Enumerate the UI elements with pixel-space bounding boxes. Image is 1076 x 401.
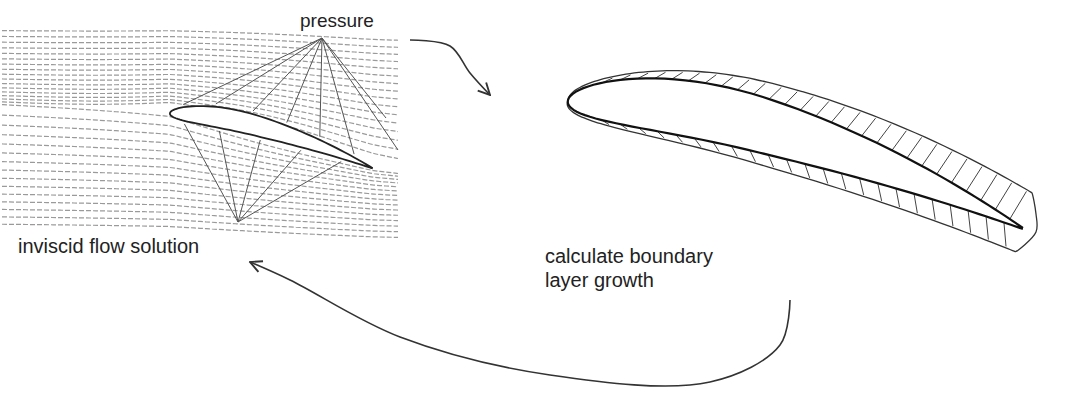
leader-line	[322, 38, 386, 118]
leader-line	[238, 150, 301, 222]
hatch-line	[981, 175, 997, 201]
hatch-line	[816, 101, 829, 116]
pressure-label: pressure	[298, 10, 376, 32]
streamline	[2, 64, 398, 84]
hatch-line	[878, 183, 882, 201]
hatch-line	[937, 152, 952, 175]
hatch-line	[968, 211, 971, 233]
streamline	[2, 135, 398, 183]
hatch-line	[1010, 191, 1027, 219]
flow-panel: inviscid flow solution	[5, 25, 410, 262]
node-caption: inviscid flow solution	[15, 234, 202, 258]
hatch-line	[914, 194, 917, 213]
hatch-line	[892, 131, 906, 151]
node-caption: calculate boundary layer growth	[542, 244, 758, 292]
hatch-line	[896, 188, 900, 207]
hatch-line	[823, 169, 828, 184]
hatch-line	[672, 72, 683, 79]
streamline	[2, 31, 398, 41]
hatch-line	[785, 92, 797, 105]
hatch-line	[769, 87, 781, 99]
hatch-line	[932, 199, 935, 219]
leader-line	[219, 131, 238, 222]
hatch-line	[689, 73, 700, 81]
leader-line	[322, 38, 354, 154]
leader-line	[184, 124, 238, 222]
airfoil-large	[568, 78, 1022, 228]
leader-line	[287, 38, 322, 123]
streamline	[2, 194, 398, 215]
streamline	[2, 36, 398, 47]
streamline	[2, 162, 398, 196]
cycle-arrow	[410, 40, 490, 95]
boundary-layer-edge	[567, 71, 1037, 252]
leader-line	[322, 38, 398, 150]
streamline	[2, 59, 398, 76]
hatch-line	[800, 96, 813, 110]
hatch-line	[877, 124, 891, 143]
hatch-line	[841, 173, 845, 189]
hatch-line	[738, 80, 750, 90]
hatch-line	[922, 144, 937, 166]
hatch-line	[847, 112, 861, 129]
hatch-line	[831, 107, 844, 123]
hatch-line	[951, 159, 966, 183]
streamline	[2, 53, 398, 68]
leader-line	[183, 38, 322, 105]
airfoil-small	[170, 106, 372, 168]
hatch-line	[995, 183, 1011, 210]
hatch-line	[966, 167, 982, 192]
hatch-line	[986, 216, 988, 239]
boundary-layer-panel: calculate boundary layer growth	[490, 55, 1070, 300]
streamline	[2, 186, 398, 210]
hatch-line	[1004, 222, 1006, 246]
hatch-line	[950, 205, 953, 226]
hatch-line	[721, 77, 732, 86]
hatch-line	[705, 75, 716, 83]
hatch-line	[753, 83, 765, 94]
hatch-line	[907, 137, 922, 158]
hatch-line	[862, 118, 876, 136]
leader-line	[253, 38, 322, 111]
leader-line	[238, 162, 341, 222]
boundary-layer-hatching	[602, 72, 1027, 246]
leader-line	[320, 38, 322, 137]
hatch-line	[860, 178, 864, 195]
streamlines	[2, 31, 398, 238]
